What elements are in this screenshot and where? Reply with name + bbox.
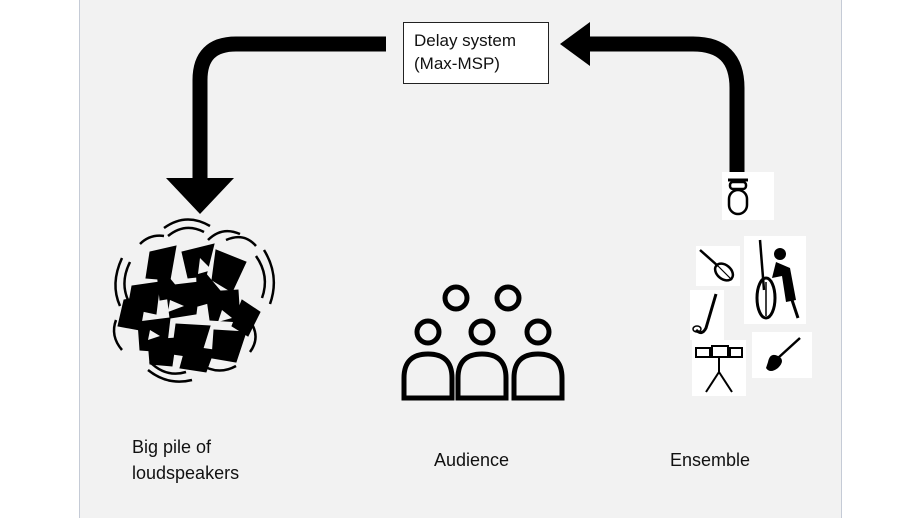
violin-icon [696,246,740,286]
electric-guitar-icon [752,332,812,378]
arrow-down-icon [166,36,386,214]
loudspeakers-label: Big pile of loudspeakers [132,434,239,486]
delay-system-title: Delay system [414,31,517,50]
double-bass-player-icon [744,236,806,324]
delay-system-box: Delay system (Max-MSP) [403,22,549,84]
loudspeakers-label-line2: loudspeakers [132,463,240,483]
audience-label: Audience [434,450,510,470]
loudspeaker-pile-icon [112,218,276,383]
delay-system-subtitle: (Max-MSP) [414,54,500,73]
loudspeakers-label-line1: Big pile of [132,437,212,457]
ensemble-label: Ensemble [670,450,751,470]
arrow-left-icon [560,22,745,172]
drum-kit-icon [692,340,746,396]
saxophone-icon [690,290,724,340]
audience-icon [401,284,565,401]
microphone-icon [722,172,774,220]
